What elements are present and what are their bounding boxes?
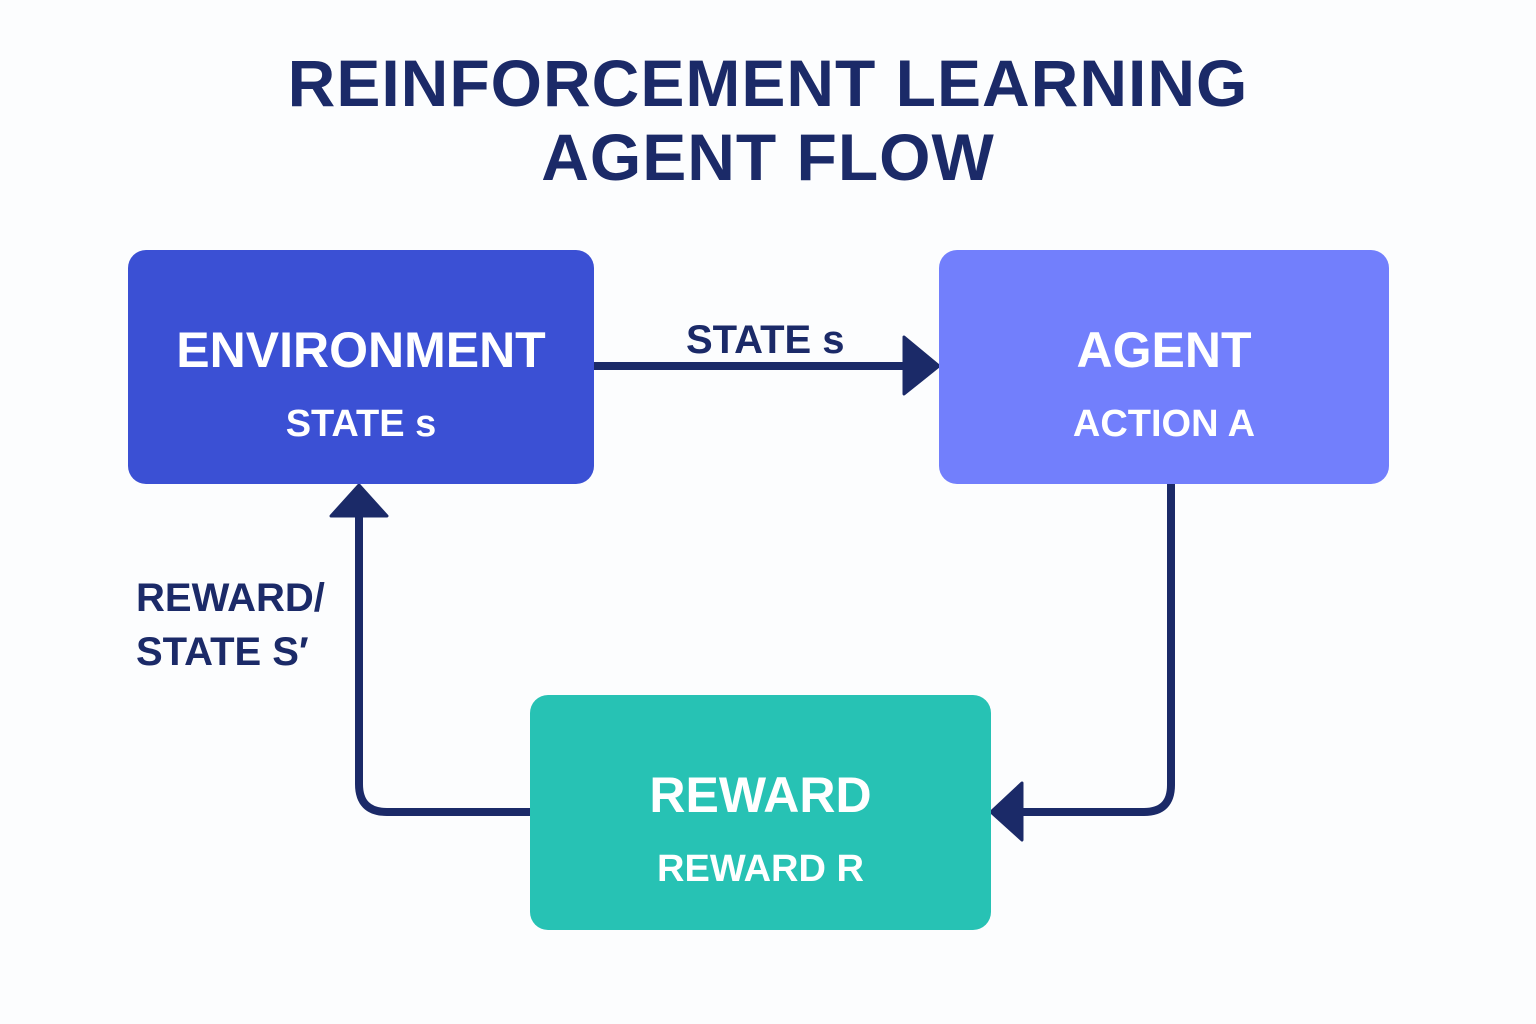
environment-node-subtitle: STATE s [285, 403, 437, 445]
arrow-env-to-agent [594, 335, 941, 396]
arrow-reward-to-env [329, 483, 530, 816]
environment-node: ENVIRONMENT STATE s [128, 250, 594, 484]
arrow-agent-to-reward [989, 484, 1175, 842]
arrow-env-to-agent-head [902, 335, 941, 396]
edge-label-reward-line-1: REWARD/ [136, 576, 325, 620]
diagram-title-line-1: REINFORCEMENT LEARNING [287, 46, 1249, 120]
edge-label-reward-line-2: STATE S′ [136, 630, 309, 674]
environment-node-title: ENVIRONMENT [176, 322, 546, 378]
arrow-reward-to-env-line [355, 512, 530, 816]
agent-node-title: AGENT [1076, 322, 1252, 378]
diagram-title-line-2: AGENT FLOW [541, 120, 995, 194]
reward-node-subtitle: REWARD R [657, 848, 864, 890]
arrow-agent-to-reward-line [1020, 484, 1175, 816]
edge-label-state: STATE s [686, 318, 845, 362]
agent-node: AGENT ACTION A [939, 250, 1389, 484]
reward-node: REWARD REWARD R [530, 695, 991, 930]
reward-node-title: REWARD [649, 767, 872, 823]
agent-node-subtitle: ACTION A [1072, 403, 1256, 445]
arrow-agent-to-reward-head [989, 781, 1024, 842]
arrow-reward-to-env-head [329, 483, 389, 518]
